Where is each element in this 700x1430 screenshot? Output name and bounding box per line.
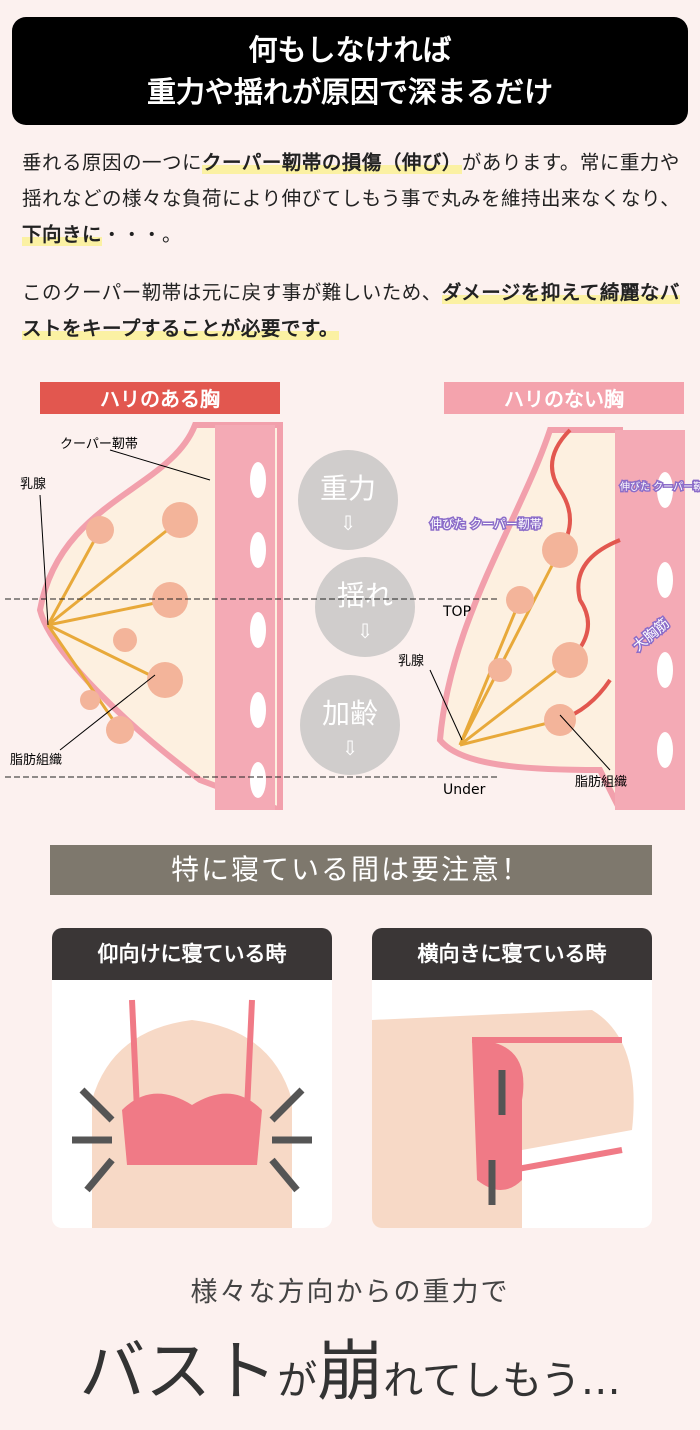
footer-subtitle: 様々な方向からの重力で (190, 1277, 510, 1308)
card-lying-on-back: 仰向けに寝ている時 (52, 928, 332, 1228)
paragraph-1: 垂れる原因の一つにクーパー靭帯の損傷（伸び）があります。常に重力や揺れなどの様々… (22, 145, 687, 253)
label-fat-right: 脂肪組織 (575, 774, 627, 790)
cause-shaking: 揺れ ⇩ (315, 557, 415, 657)
text: が (277, 1358, 318, 1404)
label-mammary-right: 乳腺 (398, 654, 424, 669)
warning-banner: 特に寝ている間は要注意！ (50, 845, 652, 895)
paragraph-2: このクーパー靭帯は元に戻す事が難しいため、ダメージを抑えて綺麗なバストをキープす… (22, 275, 687, 347)
label-top: TOP (442, 604, 471, 620)
headline-line1: 何もしなければ (248, 33, 452, 67)
left-title: ハリのある胸 (100, 387, 220, 411)
highlight: 下向きに (22, 223, 103, 246)
svg-text:揺れ: 揺れ (337, 579, 393, 612)
text: このクーパー靭帯は元に戻す事が難しいため、 (22, 281, 442, 304)
card-title: 仰向けに寝ている時 (52, 928, 332, 980)
left-title-bg (40, 382, 280, 414)
highlight: クーパー靭帯の損傷（伸び） (202, 151, 462, 174)
footer-headline: バストが崩れてしもう… (0, 1318, 700, 1414)
label-cooper: クーパー靭帯 (60, 437, 138, 452)
cause-aging: 加齢 ⇩ (300, 675, 400, 775)
lying-on-side-illustration (372, 1010, 634, 1228)
text: 常に重力や揺れなどの様々な負荷により伸びてしもう事で丸みを維持出来なくなり、 (22, 151, 681, 210)
label-stretched-cooper-2: 伸びた クーパー靭帯 (620, 480, 700, 493)
text: バスト (79, 1333, 278, 1410)
headline-line2: 重力や揺れが原因で深まるだけ (146, 75, 553, 109)
cause-gravity: 重力 ⇩ (298, 450, 398, 550)
lying-on-back-illustration (72, 999, 312, 1228)
svg-text:重力: 重力 (320, 472, 376, 505)
svg-text:⇩: ⇩ (357, 619, 374, 643)
label-stretched-cooper: 伸びた クーパー靭帯 (430, 517, 542, 531)
text: があります。 (461, 151, 580, 174)
label-under: Under (443, 782, 486, 798)
text: 垂れる原因の一つに (22, 151, 203, 174)
text: 崩 (317, 1333, 384, 1410)
headline-box: 何もしなければ 重力や揺れが原因で深まるだけ (12, 17, 688, 125)
right-title-bg (444, 382, 684, 414)
label-mammary: 乳腺 (20, 477, 46, 492)
label-fat: 脂肪組織 (10, 752, 62, 768)
card-lying-on-side: 横向きに寝ている時 (372, 928, 652, 1228)
text: ・・・。 (102, 223, 183, 246)
svg-text:加齢: 加齢 (322, 697, 378, 730)
breast-structure-diagram: ハリのある胸 ハリのない胸 クーパー靭帯 乳腺 脂肪組織 重力 ⇩ 揺れ ⇩ 加齢 ⇩… (5, 382, 700, 810)
right-chest-wall (615, 430, 685, 810)
svg-text:⇩: ⇩ (340, 511, 357, 535)
chest-wall (215, 425, 275, 810)
sagging-breast-shape (436, 427, 623, 810)
svg-text:⇩: ⇩ (342, 736, 359, 760)
text: れてしもう… (383, 1358, 621, 1404)
card-title: 横向きに寝ている時 (372, 928, 652, 980)
right-title: ハリのない胸 (504, 387, 624, 411)
